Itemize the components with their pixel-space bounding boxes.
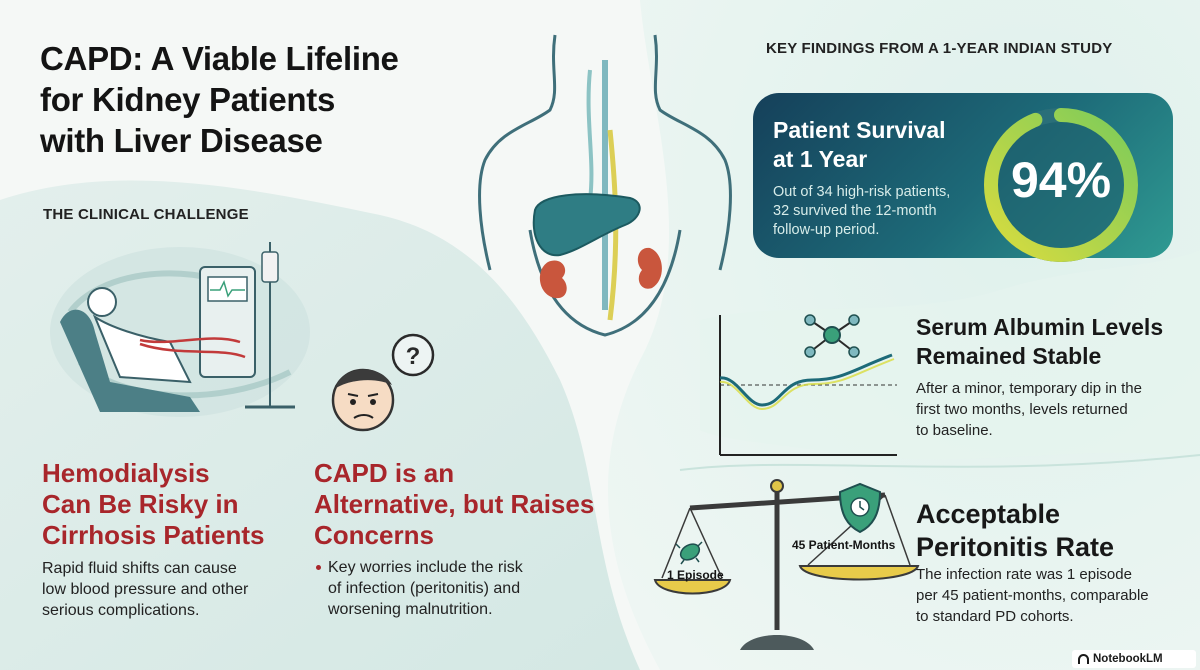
notebooklm-logo-icon (1078, 654, 1089, 664)
bacteria-icon (675, 541, 703, 565)
title-line-2: for Kidney Patients (40, 81, 336, 118)
survival-body-line-2: 32 survived the 12-month (773, 203, 937, 219)
albumin-body: After a minor, temporary dip in the firs… (916, 378, 1142, 441)
hemodialysis-body-line-1: Rapid fluid shifts can cause (42, 560, 237, 577)
kidney-icon (539, 247, 662, 299)
capd-heading-line-2: Alternative, but Raises (314, 489, 595, 519)
question-mark-icon: ? (391, 333, 435, 377)
peritonitis-heading-line-1: Acceptable (916, 499, 1061, 529)
survival-percent: 94% (1010, 152, 1112, 208)
svg-text:?: ? (406, 343, 421, 370)
hemodialysis-body: Rapid fluid shifts can cause low blood p… (42, 558, 248, 621)
albumin-body-line-3: to baseline. (916, 422, 993, 439)
hemodialysis-body-line-2: low blood pressure and other (42, 581, 249, 598)
notebooklm-logo: NotebookLM (1072, 650, 1196, 668)
albumin-heading-line-2: Remained Stable (916, 343, 1102, 369)
hemodialysis-heading-line-1: Hemodialysis (42, 458, 210, 488)
hemodialysis-heading: Hemodialysis Can Be Risky in Cirrhosis P… (42, 458, 265, 551)
worried-face-icon: ? (331, 333, 435, 432)
peritonitis-body-line-3: to standard PD cohorts. (916, 608, 1074, 625)
hemodialysis-heading-line-2: Can Be Risky in (42, 489, 239, 519)
hemodialysis-heading-line-3: Cirrhosis Patients (42, 520, 265, 550)
clinical-challenge-label: THE CLINICAL CHALLENGE (43, 206, 249, 223)
albumin-chart-icon (719, 314, 897, 456)
peritonitis-body-line-2: per 45 patient-months, comparable (916, 587, 1149, 604)
albumin-heading: Serum Albumin Levels Remained Stable (916, 313, 1163, 371)
peritonitis-body-line-1: The infection rate was 1 episode (916, 566, 1132, 583)
survival-heading-line-1: Patient Survival (773, 117, 946, 143)
survival-heading-line-2: at 1 Year (773, 146, 868, 172)
survival-body-line-3: follow-up period. (773, 222, 880, 238)
capd-bullet-line-3: worsening malnutrition. (328, 601, 493, 618)
peritonitis-heading-line-2: Peritonitis Rate (916, 532, 1115, 562)
peritonitis-heading: Acceptable Peritonitis Rate (916, 498, 1114, 564)
notebooklm-logo-text: NotebookLM (1093, 653, 1163, 665)
albumin-heading-line-1: Serum Albumin Levels (916, 314, 1164, 340)
capd-heading-line-1: CAPD is an (314, 458, 455, 488)
key-findings-label: KEY FINDINGS FROM A 1-YEAR INDIAN STUDY (766, 40, 1113, 57)
title-line-1: CAPD: A Viable Lifeline (40, 40, 399, 77)
shield-clock-icon (838, 482, 882, 534)
albumin-body-line-2: first two months, levels returned (916, 401, 1128, 418)
molecule-icon (804, 314, 860, 358)
capd-heading-line-3: Concerns (314, 520, 434, 550)
albumin-body-line-1: After a minor, temporary dip in the (916, 380, 1142, 397)
survival-ring-progress (984, 108, 1138, 262)
torso-icon (478, 34, 732, 337)
left-pan-label: 1 Episode (667, 568, 724, 582)
dialysis-machine-icon (50, 242, 310, 417)
title-line-3: with Liver Disease (40, 122, 323, 159)
hemodialysis-body-line-3: serious complications. (42, 602, 200, 619)
balance-scale-icon (653, 479, 920, 650)
survival-body-line-1: Out of 34 high-risk patients, (773, 184, 951, 200)
capd-heading: CAPD is an Alternative, but Raises Conce… (314, 458, 594, 551)
peritonitis-body: The infection rate was 1 episode per 45 … (916, 564, 1149, 627)
liver-icon (532, 193, 641, 257)
page-title: CAPD: A Viable Lifeline for Kidney Patie… (40, 38, 500, 161)
capd-bullet-text: Key worries include the risk of infectio… (328, 557, 523, 620)
capd-bullet-dot (316, 565, 321, 570)
capd-bullet-line-2: of infection (peritonitis) and (328, 580, 521, 597)
survival-ring (984, 108, 1138, 262)
capd-bullet-line-1: Key worries include the risk (328, 559, 523, 576)
survival-body: Out of 34 high-risk patients, 32 survive… (773, 183, 950, 240)
right-pan-label: 45 Patient-Months (792, 538, 896, 552)
survival-heading: Patient Survival at 1 Year (773, 116, 946, 174)
